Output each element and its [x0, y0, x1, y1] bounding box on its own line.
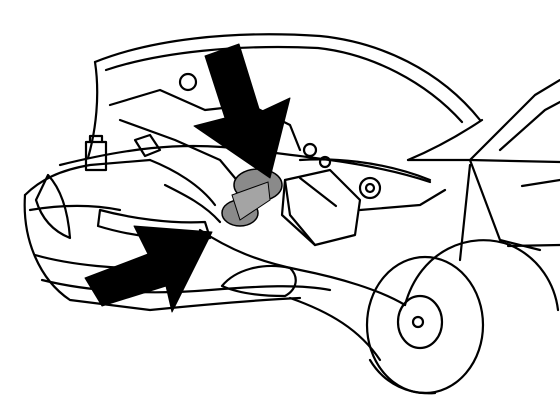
- wheel-hub: [396, 294, 444, 350]
- top-arrow: [193, 43, 291, 179]
- front-tire: [365, 255, 485, 395]
- car-front-end: [23, 158, 560, 395]
- car-body-side: [406, 78, 560, 262]
- highlighted-engine-component: [221, 168, 283, 227]
- left-arrow: [84, 225, 213, 313]
- open-hood: [86, 33, 484, 162]
- engine-bay: [58, 72, 447, 247]
